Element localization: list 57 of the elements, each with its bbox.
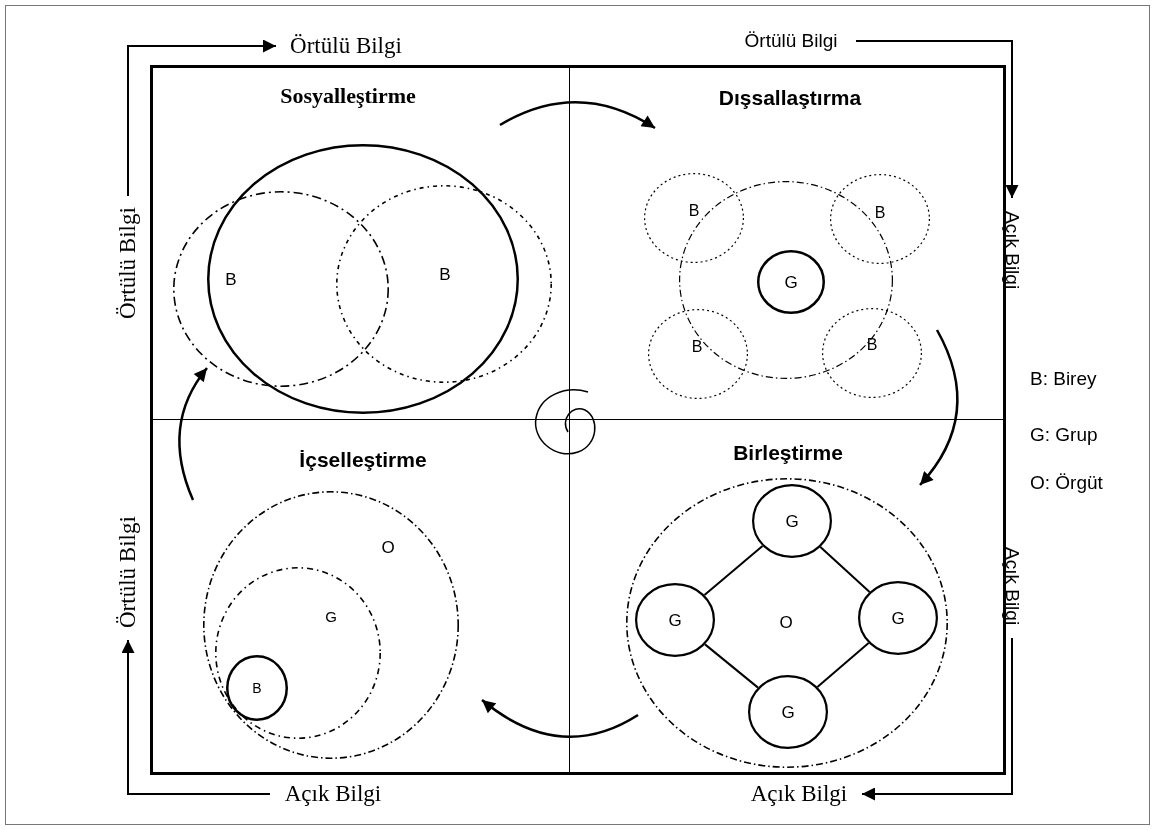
labeled-circle: [626, 478, 948, 768]
circle-label: B: [252, 681, 262, 695]
circle-label: B: [439, 265, 451, 283]
labeled-circle: [644, 173, 744, 263]
connector-line: [704, 643, 759, 689]
circle-label: G: [325, 608, 337, 624]
knowledge-label: Örtülü Bilgi: [726, 27, 856, 55]
quadrant-panel: [150, 420, 570, 775]
circle: [207, 144, 519, 414]
quadrant-title: Sosyalleştirme: [280, 83, 416, 109]
knowledge-label: Örtülü Bilgi: [114, 196, 142, 330]
quadrant-panel: [150, 65, 570, 420]
key-text: O: Örgüt: [1030, 472, 1103, 494]
labeled-circle: [203, 491, 459, 759]
key-text: G: Grup: [1030, 424, 1098, 446]
labeled-circle: [757, 250, 825, 314]
circle-label: B: [691, 339, 703, 355]
labeled-circle: [822, 308, 922, 398]
circle-label: G: [668, 611, 682, 629]
labeled-circle: [748, 675, 828, 749]
circle-label: G: [781, 703, 795, 721]
circle-label: B: [688, 203, 700, 219]
circle-label: G: [784, 273, 798, 291]
arrow: [127, 39, 277, 197]
labeled-circle: [752, 484, 832, 558]
circle: [679, 181, 893, 379]
connector-line: [703, 545, 764, 596]
circle-label: G: [785, 512, 799, 530]
arrow: [855, 40, 1019, 199]
quadrant-title: Birleştirme: [733, 441, 843, 465]
labeled-circle: [336, 185, 552, 383]
knowledge-label: Örtülü Bilgi: [276, 32, 416, 60]
labeled-circle: [635, 583, 715, 657]
labeled-circle: [226, 655, 288, 721]
circle-label: B: [866, 337, 878, 353]
connector-line: [819, 546, 871, 593]
knowledge-label: Açık Bilgi: [998, 534, 1026, 638]
arrow: [121, 639, 271, 795]
labeled-circle: [858, 581, 938, 655]
arrow: [861, 637, 1013, 801]
knowledge-label: Açık Bilgi: [736, 780, 862, 808]
knowledge-label: Örtülü Bilgi: [114, 504, 142, 640]
quadrant-title: İçselleştirme: [299, 448, 427, 472]
circle-label: O: [381, 538, 395, 556]
circle-label: O: [779, 613, 793, 631]
labeled-circle: [648, 309, 748, 399]
labeled-circle: [830, 174, 930, 264]
labeled-circle: [173, 191, 389, 387]
labeled-circle: [215, 567, 381, 739]
circle-label: B: [225, 270, 237, 288]
knowledge-label: Açık Bilgi: [998, 198, 1026, 302]
knowledge-label: Açık Bilgi: [270, 780, 396, 808]
circle-label: G: [891, 609, 905, 627]
key-text: B: Birey: [1030, 368, 1097, 390]
circle-label: B: [874, 205, 886, 221]
connector-line: [816, 642, 870, 688]
quadrant-title: Dışsallaştırma: [718, 86, 862, 110]
